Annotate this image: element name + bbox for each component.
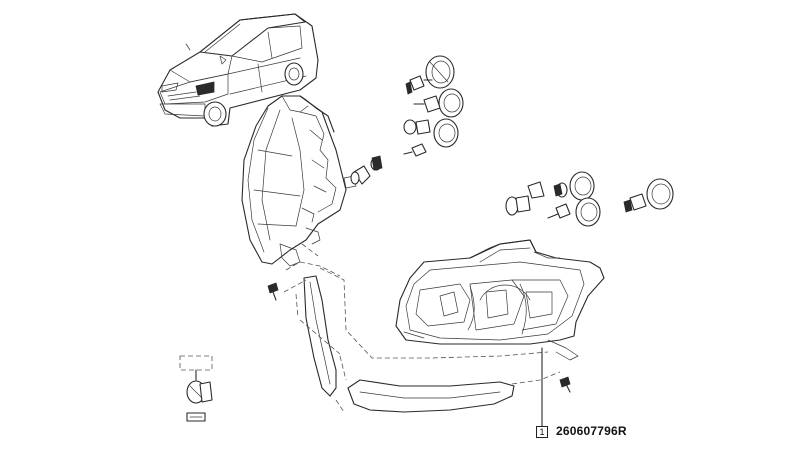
callout-index[interactable]: 1 — [536, 426, 548, 438]
trim-strip — [303, 275, 515, 413]
bulb-group-right — [505, 171, 674, 227]
socket-cluster-left — [343, 155, 383, 189]
unknown-part-placeholder — [179, 355, 213, 422]
assembly-leader-lines — [283, 243, 561, 413]
bolt-icon — [267, 282, 571, 393]
headlamp-assembly — [395, 239, 605, 361]
bulb-cap-icon — [425, 55, 464, 148]
part-number-label[interactable]: 260607796R — [556, 424, 627, 438]
headlamp-rear-view — [241, 95, 347, 267]
car-illustration — [157, 13, 319, 127]
bulb-icon — [350, 75, 441, 185]
